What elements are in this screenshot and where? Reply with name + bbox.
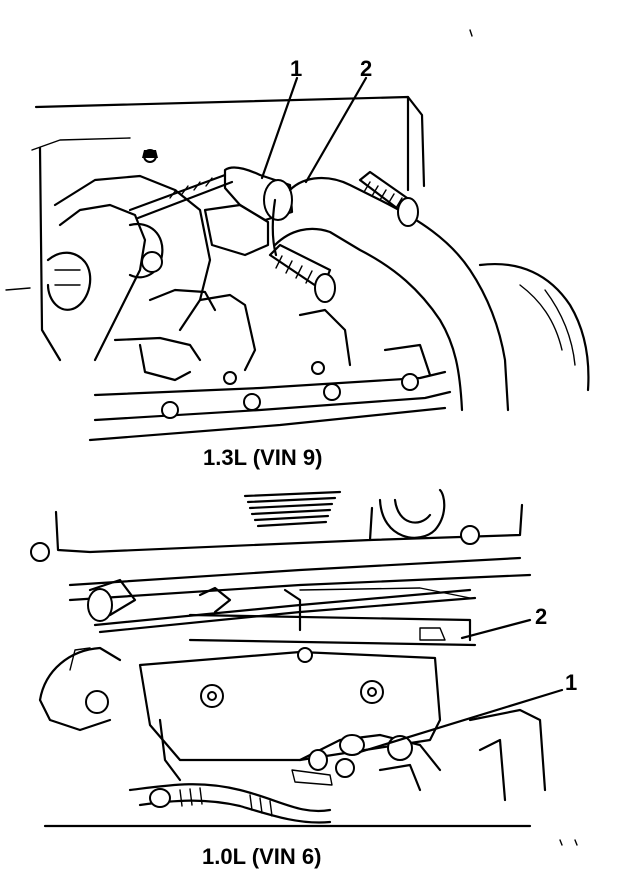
vent-grille xyxy=(243,490,342,528)
callout-2-top: 2 xyxy=(360,56,372,81)
caption-1-3l: 1.3L (VIN 9) xyxy=(203,445,322,470)
caption-1-0l: 1.0L (VIN 6) xyxy=(202,844,321,869)
callout-1-top: 1 xyxy=(290,56,302,81)
callout-1-bottom: 1 xyxy=(565,670,577,695)
engine-illustration-1-0l xyxy=(30,488,578,846)
callout-2-bottom: 2 xyxy=(535,604,547,629)
engine-illustration-1-3l xyxy=(5,29,590,442)
